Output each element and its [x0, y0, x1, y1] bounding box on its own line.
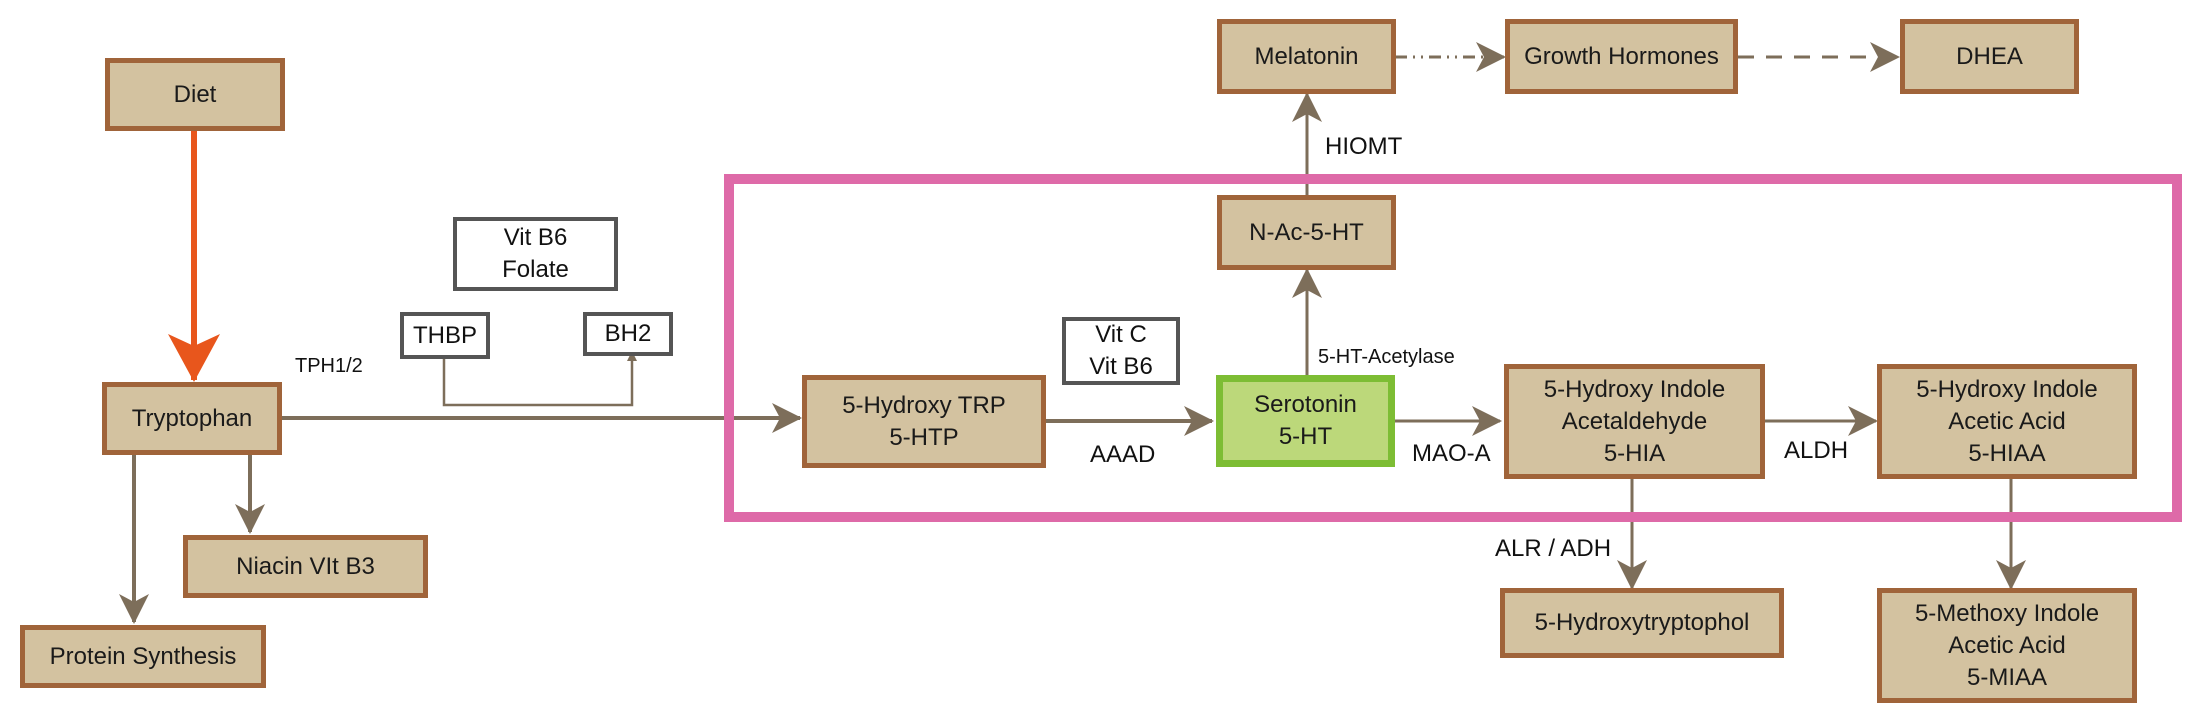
cofactor-bh2: BH2	[583, 312, 673, 356]
enzyme-alr-adh: ALR / ADH	[1495, 535, 1612, 562]
node-melatonin: Melatonin	[1217, 19, 1396, 94]
node-n-ac-5ht: N-Ac-5-HT	[1217, 195, 1396, 270]
node-tryptophan: Tryptophan	[102, 382, 282, 455]
serotonin-pathway-highlight	[724, 174, 2182, 522]
cofactor-thbp: THBP	[400, 312, 490, 359]
cofactor-vitc-vitb6: Vit C Vit B6	[1062, 317, 1180, 385]
node-niacin: Niacin VIt B3	[183, 535, 428, 598]
node-5-hydroxytryptophol: 5-Hydroxytryptophol	[1500, 588, 1784, 658]
node-5htp: 5-Hydroxy TRP 5-HTP	[802, 375, 1046, 468]
enzyme-tph: TPH1/2	[295, 355, 363, 377]
node-dhea: DHEA	[1900, 19, 2079, 94]
thbp-to-bh2-arrow	[442, 351, 637, 407]
node-diet: Diet	[105, 58, 285, 131]
enzyme-acetylase: 5-HT-Acetylase	[1318, 346, 1455, 368]
node-growth-hormones: Growth Hormones	[1505, 19, 1738, 94]
enzyme-mao-a: MAO-A	[1412, 440, 1491, 467]
enzyme-aldh: ALDH	[1784, 437, 1849, 464]
node-5hia: 5-Hydroxy Indole Acetaldehyde 5-HIA	[1504, 364, 1765, 479]
node-5hiaa: 5-Hydroxy Indole Acetic Acid 5-HIAA	[1877, 364, 2137, 479]
node-protein-synthesis: Protein Synthesis	[20, 625, 266, 688]
enzyme-hiomt: HIOMT	[1325, 133, 1403, 160]
enzyme-aaad: AAAD	[1090, 441, 1156, 468]
node-5miaa: 5-Methoxy Indole Acetic Acid 5-MIAA	[1877, 588, 2137, 703]
node-serotonin: Serotonin 5-HT	[1216, 375, 1395, 467]
cofactor-vitb6-folate: Vit B6 Folate	[453, 217, 618, 291]
